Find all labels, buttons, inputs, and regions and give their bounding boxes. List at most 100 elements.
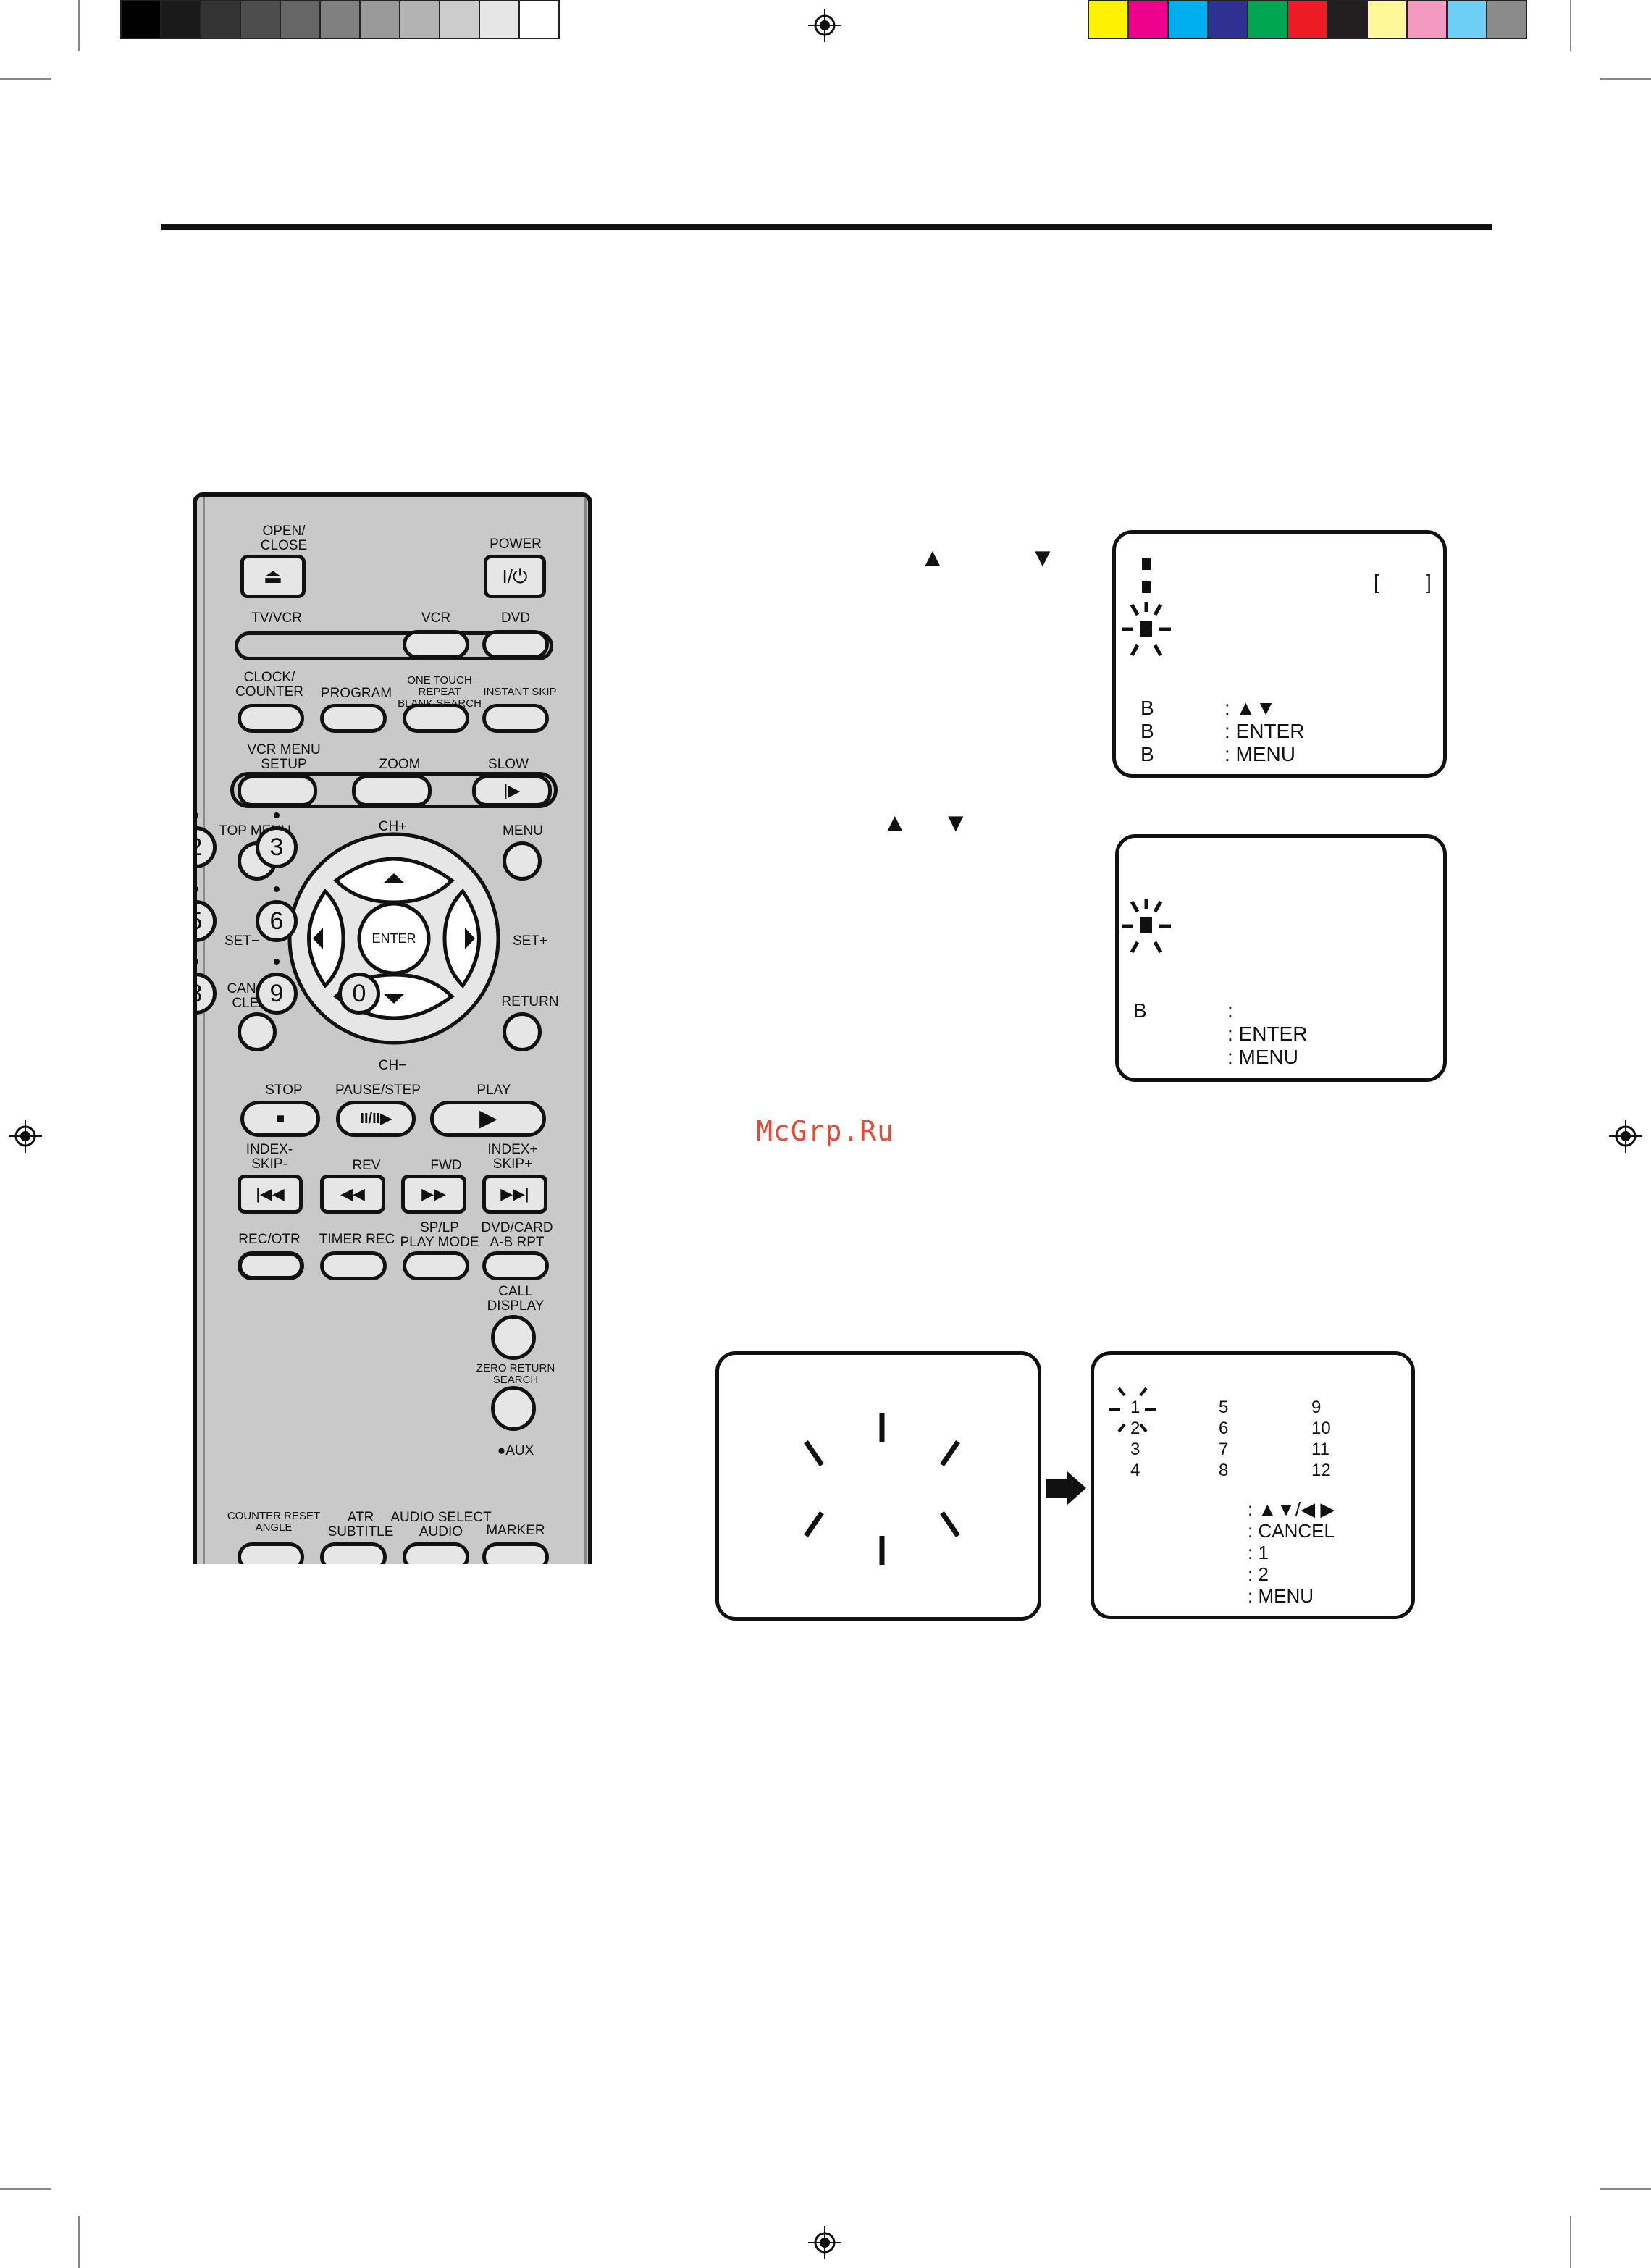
counter-reset-label: COUNTER RESET ANGLE	[227, 1510, 321, 1534]
gray-swatch	[359, 0, 400, 39]
ch-plus-label: CH+	[378, 819, 407, 834]
color-swatch	[1446, 0, 1487, 39]
screen4-value: : ▲▼/◀ ▶	[1248, 1498, 1335, 1520]
eject-icon: ⏏	[263, 565, 283, 587]
watermark: McGrp.Ru	[756, 1115, 895, 1147]
dvd-label: DVD	[500, 610, 531, 626]
vcr-button[interactable]	[403, 630, 469, 659]
screen1-value: : MENU	[1224, 743, 1295, 765]
gray-swatch	[439, 0, 480, 39]
index-plus-label: INDEX+ SKIP+	[487, 1142, 538, 1172]
digit-dot	[197, 959, 198, 965]
ab-repeat-button[interactable]	[482, 1251, 549, 1280]
crop-mark	[78, 2216, 80, 2268]
rec-otr-button[interactable]	[238, 1251, 304, 1280]
up-arrow-icon: ▲	[920, 542, 946, 572]
subtitle-button[interactable]	[320, 1542, 387, 1564]
menu-button[interactable]	[503, 841, 542, 881]
digit-9-button[interactable]: 9	[256, 973, 298, 1015]
skip-back-button[interactable]: |◀◀	[238, 1175, 303, 1214]
bracket-left: [	[1374, 571, 1379, 593]
gray-swatch	[240, 0, 281, 39]
loading-spinner-icon	[804, 1413, 960, 1565]
color-swatch	[1167, 0, 1209, 39]
timer-rec-button[interactable]	[320, 1251, 387, 1280]
digit-dot	[197, 812, 198, 818]
screen1-key: B	[1140, 720, 1154, 742]
cancel-clear-button[interactable]	[238, 1012, 277, 1051]
zoom-button[interactable]	[352, 775, 432, 807]
cursor-blink-icon	[1109, 1387, 1156, 1433]
menu-marker	[1142, 558, 1151, 570]
crop-mark	[1570, 0, 1571, 51]
screen1-key: B	[1140, 697, 1154, 719]
play-button[interactable]: ▶	[430, 1101, 546, 1137]
gray-swatch	[399, 0, 440, 39]
digit-dot	[274, 959, 280, 965]
setup-button[interactable]	[238, 775, 317, 807]
clock-counter-button[interactable]	[238, 704, 304, 733]
instant-skip-button[interactable]	[482, 704, 549, 733]
up-arrow-icon: ▲	[882, 807, 908, 837]
ch-minus-label: CH−	[378, 1058, 407, 1073]
zero-return-button[interactable]	[491, 1386, 536, 1431]
gray-swatch	[160, 0, 201, 39]
left-arrow-icon	[313, 928, 323, 949]
registration-mark-icon	[9, 1120, 42, 1153]
digit-0-button[interactable]: 0	[338, 973, 380, 1015]
tv-vcr-label: TV/VCR	[251, 610, 302, 626]
stop-button[interactable]: ■	[240, 1101, 320, 1137]
color-swatch	[1486, 0, 1527, 39]
marker-button[interactable]	[482, 1542, 549, 1564]
rev-button[interactable]: ◀◀	[320, 1175, 385, 1214]
set-minus-label: SET−	[224, 933, 260, 949]
bracket-right: ]	[1426, 571, 1432, 593]
color-swatch	[1287, 0, 1328, 39]
fast-forward-icon: ▶▶	[421, 1185, 446, 1203]
right-arrow-icon	[465, 928, 475, 949]
zero-return-label: ZERO RETURN SEARCH	[476, 1362, 555, 1386]
call-display-button[interactable]	[491, 1315, 536, 1360]
crop-mark	[0, 2188, 51, 2190]
dvd-button[interactable]	[482, 630, 549, 659]
sp-lp-button[interactable]	[403, 1251, 469, 1280]
track-number: 6	[1219, 1419, 1229, 1438]
pause-step-button[interactable]: II/II▶	[336, 1101, 416, 1137]
down-arrow-icon	[383, 994, 405, 1004]
eject-button[interactable]: ⏏	[240, 555, 306, 598]
slow-button[interactable]: |▶	[472, 775, 552, 807]
gray-swatch	[200, 0, 241, 39]
digit-6-button[interactable]: 6	[256, 900, 298, 942]
power-button[interactable]: I/⏻	[484, 555, 546, 598]
marker-label: MARKER	[486, 1523, 545, 1538]
digit-dot	[274, 886, 280, 892]
zoom-label: ZOOM	[379, 757, 421, 772]
screen1-value: : ENTER	[1224, 720, 1305, 742]
audio-button[interactable]	[403, 1542, 469, 1564]
return-button[interactable]	[503, 1012, 542, 1051]
one-touch-repeat-label: ONE TOUCH REPEAT BLANK SEARCH	[398, 674, 482, 710]
program-button[interactable]	[320, 704, 387, 733]
track-number: 7	[1219, 1440, 1229, 1459]
rec-otr-label: REC/OTR	[238, 1232, 301, 1247]
rev-label: REV	[352, 1158, 381, 1173]
track-number: 12	[1311, 1461, 1331, 1480]
crop-mark	[78, 0, 80, 51]
track-number: 8	[1219, 1461, 1229, 1480]
pause-step-icon: II/II▶	[360, 1111, 392, 1127]
digit-3-button[interactable]: 3	[256, 826, 298, 868]
power-label: POWER	[490, 537, 542, 552]
stop-label: STOP	[265, 1083, 303, 1098]
screen1-key: B	[1140, 743, 1154, 765]
track-number: 1	[1130, 1398, 1140, 1417]
track-number: 2	[1130, 1419, 1140, 1438]
enter-button[interactable]: ENTER	[371, 931, 416, 946]
crop-mark	[1570, 2216, 1571, 2268]
angle-button[interactable]	[238, 1542, 304, 1564]
fwd-button[interactable]: ▶▶	[401, 1175, 466, 1214]
gray-swatch	[280, 0, 321, 39]
blank-search-button[interactable]	[403, 704, 469, 733]
skip-forward-button[interactable]: ▶▶|	[482, 1175, 547, 1214]
digit-dot	[197, 886, 198, 892]
